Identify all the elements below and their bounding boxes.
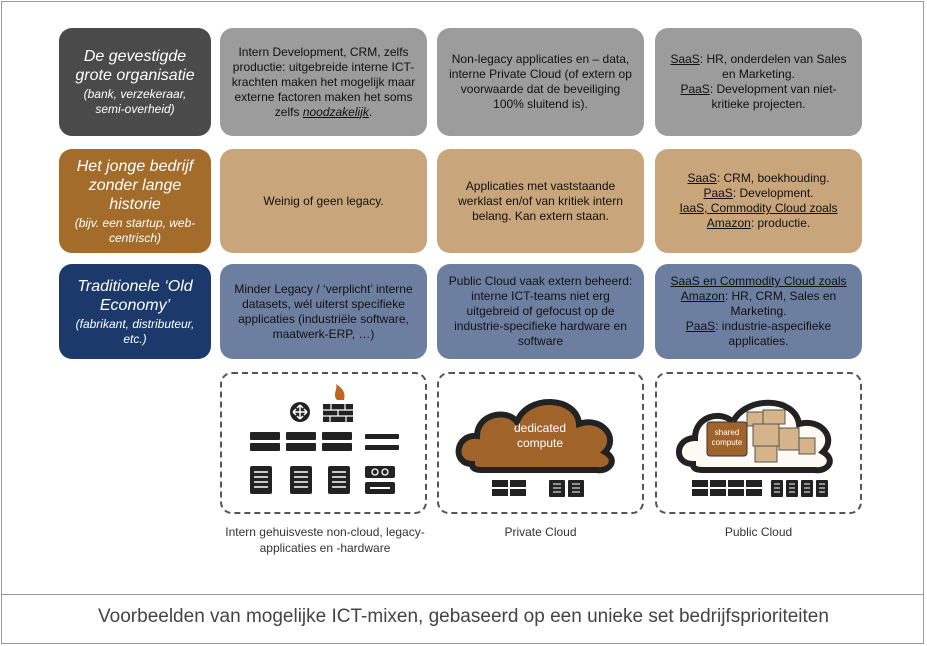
tape-drive-icon [365, 466, 395, 494]
private-cloud-illustration: dedicated compute [455, 399, 615, 497]
cell-oldeconomy-private: Public Cloud vaak extern beheerd: intern… [437, 264, 644, 359]
row-label-title: De gevestigde grote organisatie [75, 48, 195, 84]
public-cloud-text-2: compute [712, 438, 743, 447]
row-label-established-org: De gevestigde grote organisatie (bank, v… [59, 28, 211, 136]
shared-cloud-icon [676, 399, 833, 474]
cell-text-end: . [368, 104, 373, 119]
caption-divider [1, 594, 924, 595]
row-label-young-company: Het jonge bedrijf zonder lange historie … [59, 149, 211, 253]
dedicated-cloud-icon [455, 399, 615, 474]
server-icon [692, 480, 828, 497]
public-cloud-text-1: shared [715, 428, 739, 437]
cell-text: Minder Legacy / ‘verplicht’ interne data… [234, 281, 413, 341]
service-type: SaaS en Commodity Cloud zoals Amazon [670, 274, 847, 303]
service-detail: : Development. [732, 186, 814, 200]
cell-text: Public Cloud vaak extern beheerd: intern… [448, 274, 633, 348]
cell-text: Applicaties met vaststaande werklast en/… [458, 178, 623, 223]
cell-young-onprem: Weinig of geen legacy. [220, 149, 427, 253]
cell-young-private: Applicaties met vaststaande werklast en/… [437, 149, 644, 253]
private-cloud-text-2: compute [517, 436, 563, 450]
private-cloud-text-1: dedicated [514, 421, 566, 435]
row-label-title: Het jonge bedrijf zonder lange historie [76, 157, 194, 213]
onprem-label: Intern gehuisveste non-cloud, legacy-app… [225, 525, 425, 555]
tower-server-icon [250, 466, 350, 494]
private-cloud-label: Private Cloud [504, 525, 577, 539]
cell-text: Non-legacy applicaties en – data, intern… [449, 52, 632, 111]
figure-caption: Voorbeelden van mogelijke ICT-mixen, geb… [98, 606, 829, 627]
private-cloud-panel [437, 372, 644, 514]
service-type: PaaS [680, 82, 710, 96]
cell-oldeconomy-onprem: Minder Legacy / ‘verplicht’ interne data… [220, 264, 427, 359]
service-detail: : HR, CRM, Sales en Marketing. [724, 289, 837, 318]
cell-emphasis: noodzakelijk [302, 104, 369, 119]
service-type: SaaS [670, 52, 700, 66]
service-detail: : productie. [750, 216, 811, 230]
onprem-panel [220, 372, 427, 514]
public-cloud-illustration: shared compute [676, 399, 833, 497]
service-type: PaaS [703, 186, 733, 200]
row-label-old-economy: Traditionele ‘Old Economy’ (fabrikant, d… [59, 264, 211, 359]
row-label-subtitle: (bijv. een startup, web-centrisch) [74, 215, 196, 245]
cell-text: Intern Development, CRM, zelfs productie… [231, 44, 416, 119]
onprem-hardware-illustration [250, 384, 399, 494]
row-label-subtitle: (bank, verzekeraar, semi-overheid) [83, 87, 187, 116]
rack-server-icon [250, 432, 399, 451]
service-type: SaaS [687, 171, 717, 185]
service-detail: : industrie-aspecifieke applicaties. [715, 319, 832, 348]
router-icon [290, 402, 310, 422]
firewall-icon [323, 384, 353, 422]
service-type: IaaS, Commodity Cloud zoals Amazon [679, 201, 838, 230]
public-cloud-panel [655, 372, 862, 514]
service-type: PaaS [685, 319, 716, 333]
service-detail: : HR, onderdelen van Sales en Marketing. [699, 52, 847, 81]
server-icon [492, 480, 584, 497]
cell-established-private: Non-legacy applicaties en – data, intern… [437, 28, 644, 136]
service-detail: : CRM, boekhouding. [716, 171, 830, 185]
cell-established-public: SaaS: HR, onderdelen van Sales en Market… [655, 28, 862, 136]
row-label-title: Traditionele ‘Old Economy’ [77, 277, 193, 314]
row-label-subtitle: (fabrikant, distributeur, etc.) [75, 316, 195, 346]
cell-text: Weinig of geen legacy. [263, 193, 384, 208]
cell-established-onprem: Intern Development, CRM, zelfs productie… [220, 28, 427, 136]
cell-young-public: SaaS: CRM, boekhouding. PaaS: Developmen… [655, 149, 862, 253]
service-detail: : Development van niet-kritieke projecte… [709, 82, 837, 111]
cell-oldeconomy-public: SaaS en Commodity Cloud zoals Amazon: HR… [655, 264, 862, 359]
public-cloud-label: Public Cloud [724, 525, 793, 539]
